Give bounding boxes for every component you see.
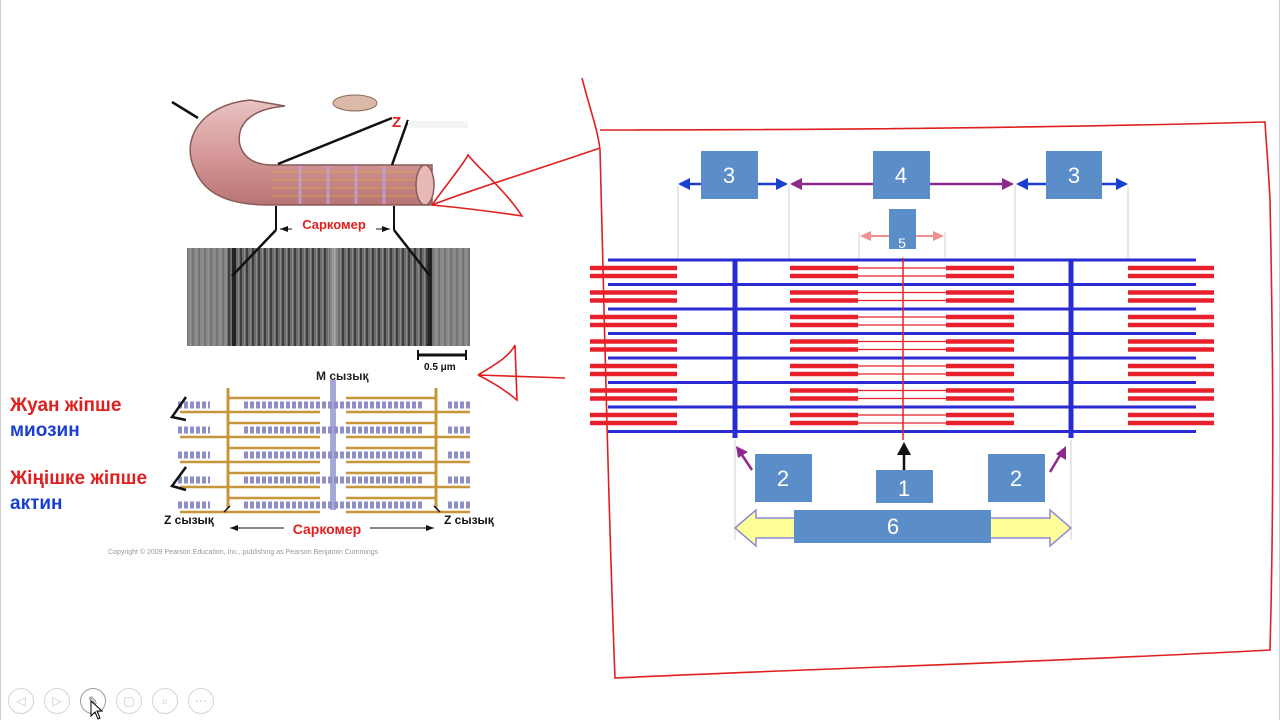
- m-line-bar: [330, 380, 336, 510]
- hand-annotations: [431, 77, 1274, 679]
- filament-schematic: [178, 380, 470, 514]
- sarcomere-length-arrow: 6: [733, 508, 1073, 548]
- slides-icon: ▢: [123, 694, 135, 708]
- svg-text:3: 3: [1068, 163, 1080, 188]
- copyright-text: Copyright © 2009 Pearson Education, Inc.…: [108, 548, 379, 556]
- zoom-icon: ⌕: [161, 693, 169, 708]
- label-1: 1: [876, 470, 933, 503]
- more-options-button[interactable]: ⋯: [188, 688, 214, 714]
- myosin-label: миозин: [10, 420, 80, 441]
- thin-filament-label: Жіңішке жіпше: [9, 468, 147, 489]
- thick-filament-label: Жуан жіпше: [9, 395, 121, 416]
- label-2-left: 2: [755, 454, 812, 502]
- zoom-button[interactable]: ⌕: [152, 688, 178, 714]
- prev-icon: ◁: [16, 694, 26, 708]
- z-line-left-label: Z сызық: [164, 513, 214, 527]
- svg-text:2: 2: [1010, 466, 1022, 491]
- sarcomere-diagram: [590, 258, 1214, 440]
- label-3-right: 3: [1046, 151, 1102, 199]
- left-border: [0, 0, 1, 720]
- scale-bar: [417, 350, 467, 360]
- label-2-right: 2: [988, 454, 1045, 502]
- next-icon: ▷: [52, 694, 62, 708]
- sarcomere-bottom-label: Саркомер: [293, 521, 362, 537]
- svg-text:1: 1: [898, 476, 910, 501]
- svg-text:2: 2: [777, 466, 789, 491]
- pen-icon: ✎: [87, 694, 99, 708]
- svg-text:4: 4: [895, 163, 907, 188]
- mouse-cursor-icon: [90, 700, 104, 720]
- bottom-pointers: [736, 442, 1066, 473]
- myofibril-illustration: [171, 94, 435, 206]
- z-line-right-label: Z сызық: [444, 513, 494, 527]
- svg-text:5: 5: [898, 235, 906, 251]
- sarcomere-top-label: Саркомер: [302, 217, 366, 232]
- label-3-left: 3: [701, 151, 758, 199]
- label-5: 5: [889, 209, 916, 251]
- more-icon: ⋯: [195, 694, 207, 708]
- label-6: 6: [887, 514, 899, 539]
- next-slide-button[interactable]: ▷: [44, 688, 70, 714]
- sarcomere-bottom-bg: [284, 520, 370, 536]
- actin-label: актин: [10, 493, 63, 514]
- scale-bar-label: 0.5 μm: [424, 362, 456, 373]
- svg-text:3: 3: [723, 163, 735, 188]
- z-label-smudge: [408, 121, 468, 128]
- sarcomere-top-bg: [292, 216, 376, 232]
- label-4: 4: [873, 151, 930, 199]
- z-label: Z: [392, 114, 401, 131]
- prev-slide-button[interactable]: ◁: [8, 688, 34, 714]
- electron-micrograph: [187, 229, 470, 346]
- see-all-slides-button[interactable]: ▢: [116, 688, 142, 714]
- label-pointers: [169, 396, 188, 492]
- m-line-label: M сызық: [316, 369, 368, 383]
- slide-toolbar: ◁ ▷ ✎ ▢ ⌕ ⋯: [8, 688, 214, 716]
